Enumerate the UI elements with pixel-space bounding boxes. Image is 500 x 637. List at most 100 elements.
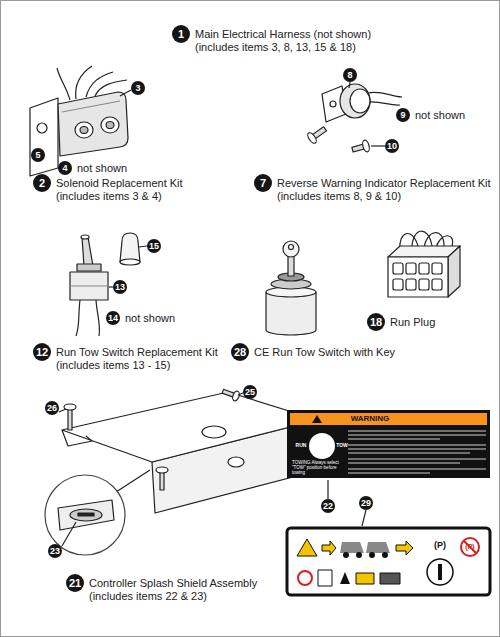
instruction-decal-part [356,552,362,558]
warning-decal-part [348,431,486,473]
solenoid-illustration-part [106,122,114,129]
callout-number: 9 [396,108,410,122]
instruction-decal-part [366,542,390,553]
reverse-indicator-illustration [306,82,402,155]
callout-number: 25 [243,385,257,399]
key-switch-illustration-part [288,256,294,276]
callout-number: 23 [48,544,62,558]
callout-number: 3 [131,81,145,95]
part-caption: not shown [77,162,127,175]
toggle-switch-illustration-part [76,300,80,336]
part-caption: Reverse Warning Indicator Replacement Ki… [277,177,500,203]
instruction-decal-part [464,541,476,553]
callout-number: 7 [254,174,272,192]
callout-number: 22 [321,499,335,513]
callout-number: 1 [172,25,190,43]
instruction-decal-part [356,573,374,584]
run-plug-illustration-part [419,263,429,274]
callout: 14not shown [106,311,175,325]
reverse-indicator-illustration-part [340,84,370,118]
key-switch-illustration-part [289,245,294,250]
solenoid-illustration-part [58,92,128,156]
callout: 5 [31,148,45,162]
callout: 23 [48,544,62,558]
splash-shield-illustration-part [202,426,226,438]
run-plug-illustration-part [393,279,403,290]
splash-shield-illustration-part [62,392,318,462]
warning-decal-part-part [348,458,486,459]
toggle-switch-illustration-part [120,233,140,262]
part-caption: Main Electrical Harness (not shown) (inc… [195,28,400,54]
decal-text: TOWING Always select "TOW" position befo… [292,461,346,476]
callout: 28CE Run Tow Switch with Key [231,343,395,361]
callout: 8 [343,68,357,82]
callout-number: 13 [113,280,127,294]
callout: 21 Controller Splash Shield Assembly (inc… [66,574,284,603]
instruction-decal-part [340,572,350,584]
toggle-switch-illustration-part [96,300,100,336]
toggle-switch-illustration-part [77,264,101,271]
splash-shield-illustration-part [58,500,114,530]
callout-number: 5 [31,148,45,162]
solenoid-illustration-part [101,117,119,133]
callout-number: 18 [367,313,385,331]
callout: 26 [45,401,59,415]
callout-number: 15 [147,239,161,253]
callout: 9 not shown [396,108,465,122]
warning-decal-part-part [348,448,486,449]
callout: 12Run Tow Switch Replacement Kit (includ… [33,343,231,372]
splash-shield-illustration-part [62,430,92,446]
run-plug-illustration-part [432,263,442,274]
instruction-decal-part [380,573,400,584]
part-caption: CE Run Tow Switch with Key [254,346,395,359]
part-caption: not shown [415,109,465,122]
splash-shield-illustration-part [156,467,168,473]
callout: 10 [385,139,399,153]
solenoid-illustration-part [80,127,88,134]
toggle-switch-illustration-part [81,235,89,239]
callout-number: 4 [58,161,72,175]
instruction-decal-part [318,570,332,586]
instruction-decal-part [297,539,317,556]
run-plug-illustration-part [432,279,442,290]
warning-decal-part-part [348,472,430,473]
reverse-indicator-illustration-part [306,124,328,145]
instruction-decal-part [340,542,364,553]
warning-decal-part-part [348,430,486,431]
callout: 18 Run Plug [367,313,435,331]
leader-line [371,145,385,146]
warning-decal-part [290,413,487,425]
part-caption: Controller Splash Shield Assembly (inclu… [89,577,284,603]
leader-line [362,510,366,526]
callout-number: 29 [359,496,373,510]
callout: 15 [147,239,161,253]
callout: 2Solenoid Replacement Kit (includes item… [33,174,196,203]
callout-number: 2 [33,174,51,192]
part-caption: Run Tow Switch Replacement Kit (includes… [56,346,231,372]
callout-number: 21 [66,574,84,592]
instruction-decal-part [427,559,453,585]
part-caption: Run Plug [390,316,435,329]
warning-decal-part-part [348,434,486,435]
run-plug-illustration-part [448,246,460,297]
toggle-switch-illustration-part [82,237,93,266]
decal-text: WARNING [351,415,390,424]
reverse-indicator-illustration-part-part [362,139,371,152]
warning-decal-part [309,433,335,459]
toggle-switch-illustration-part [70,272,108,300]
instruction-decal-part [396,541,413,555]
leader-line [327,480,328,499]
decal-text: TOW [336,443,348,449]
splash-shield-illustration-part-part [231,390,240,401]
splash-shield-illustration-part [68,408,72,430]
instruction-decal-part [343,552,349,558]
warning-decal-part-part [348,462,460,463]
leader-line [139,246,147,247]
callout: 7 Reverse Warning Indicator Replacement K… [254,174,500,203]
solenoid-illustration-part [76,66,92,99]
toggle-switch-illustration-part [120,259,140,265]
key-switch-illustration-part [283,241,299,257]
key-switch-illustration-part [266,292,316,335]
